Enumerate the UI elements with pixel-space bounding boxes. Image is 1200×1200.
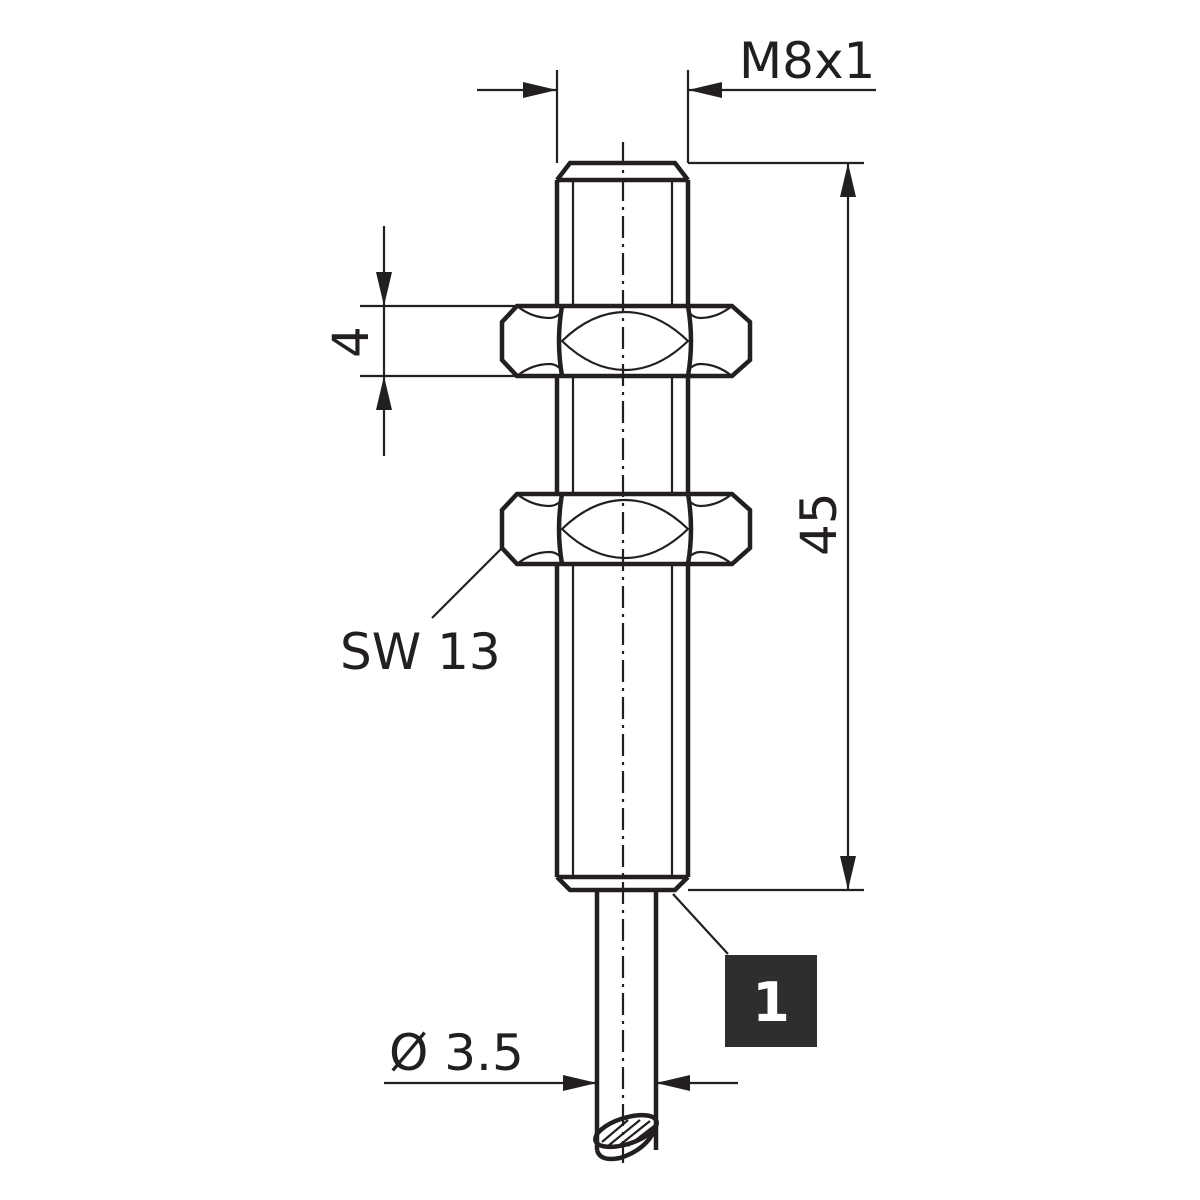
- cable-diameter-dimension: Ø 3.5: [384, 1024, 738, 1091]
- length-dimension: 45: [688, 161, 864, 892]
- hex-nut-lower: [499, 491, 753, 567]
- cable-diameter-label: Ø 3.5: [389, 1024, 524, 1082]
- thread-size-label: M8x1: [739, 32, 875, 90]
- nut-thickness-dimension: 4: [322, 226, 517, 456]
- nut-thickness-label: 4: [322, 326, 380, 358]
- cable: [593, 890, 659, 1162]
- callout-badge: [725, 955, 817, 1047]
- callout-number: 1: [752, 971, 790, 1034]
- hex-nut-upper: [499, 303, 753, 379]
- callout-1: 1: [672, 893, 817, 1047]
- wrench-size-label: SW 13: [340, 623, 501, 681]
- length-label: 45: [790, 492, 848, 556]
- thread-dimension: M8x1: [477, 32, 876, 163]
- wrench-size-leader: SW 13: [340, 547, 503, 681]
